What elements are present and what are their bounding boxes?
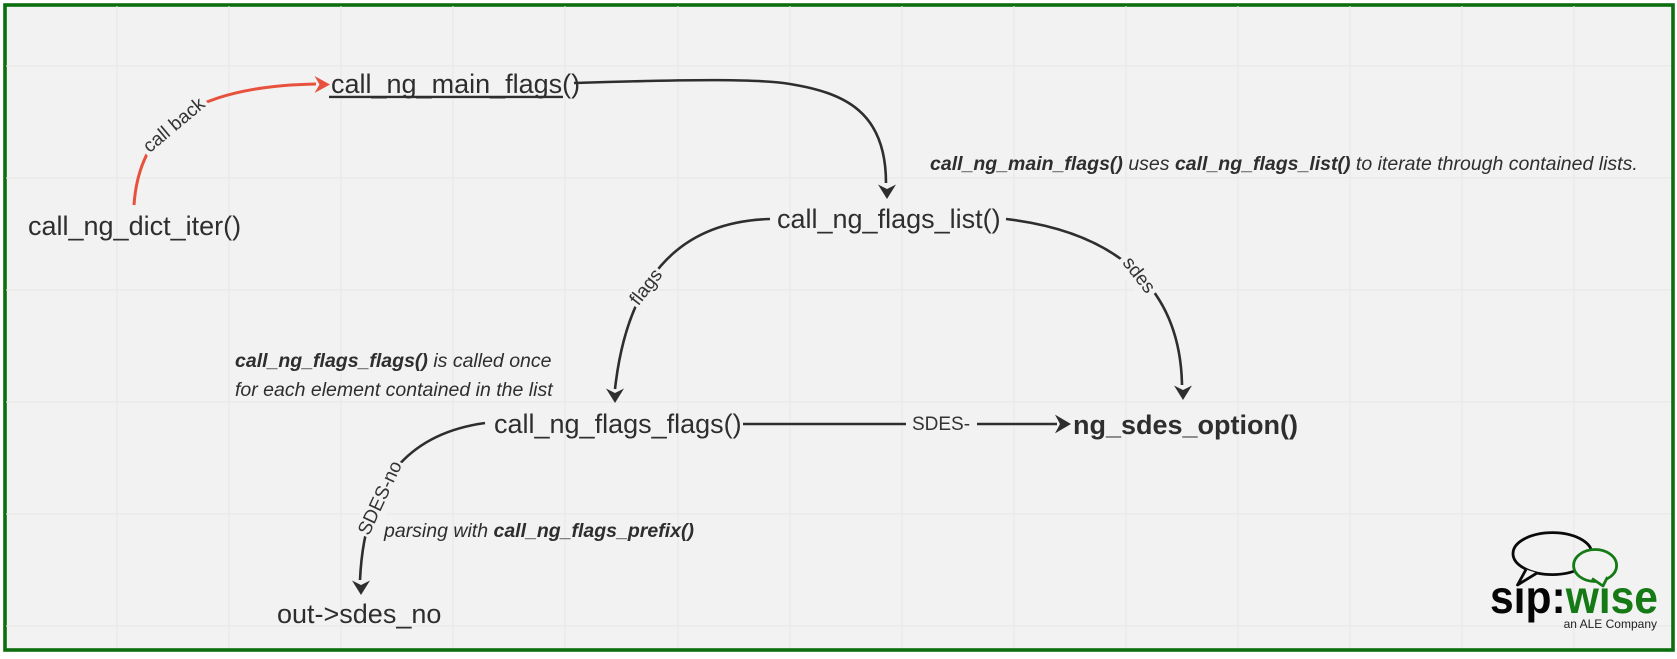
- svg-text:parsing with call_ng_flags_pre: parsing with call_ng_flags_prefix(): [383, 520, 694, 542]
- svg-text:ng_sdes_option(): ng_sdes_option(): [1073, 410, 1298, 440]
- svg-text:call_ng_flags_list(): call_ng_flags_list(): [777, 204, 1001, 234]
- svg-text:call_ng_main_flags() uses call: call_ng_main_flags() uses call_ng_flags_…: [930, 153, 1638, 175]
- svg-text:call_ng_dict_iter(): call_ng_dict_iter(): [28, 211, 241, 241]
- svg-text:out->sdes_no: out->sdes_no: [277, 599, 441, 629]
- svg-text:call_ng_flags_flags() is calle: call_ng_flags_flags() is called once: [235, 350, 552, 372]
- svg-text:sıp:wıse: sıp:wıse: [1490, 571, 1658, 623]
- svg-text:call_ng_main_flags(): call_ng_main_flags(): [331, 69, 580, 99]
- svg-text:for each element contained in: for each element contained in the list: [235, 379, 554, 401]
- svg-text:call_ng_flags_flags(): call_ng_flags_flags(): [494, 409, 742, 439]
- svg-text:SDES-: SDES-: [912, 414, 970, 435]
- svg-text:an ALE Company: an ALE Company: [1564, 617, 1657, 631]
